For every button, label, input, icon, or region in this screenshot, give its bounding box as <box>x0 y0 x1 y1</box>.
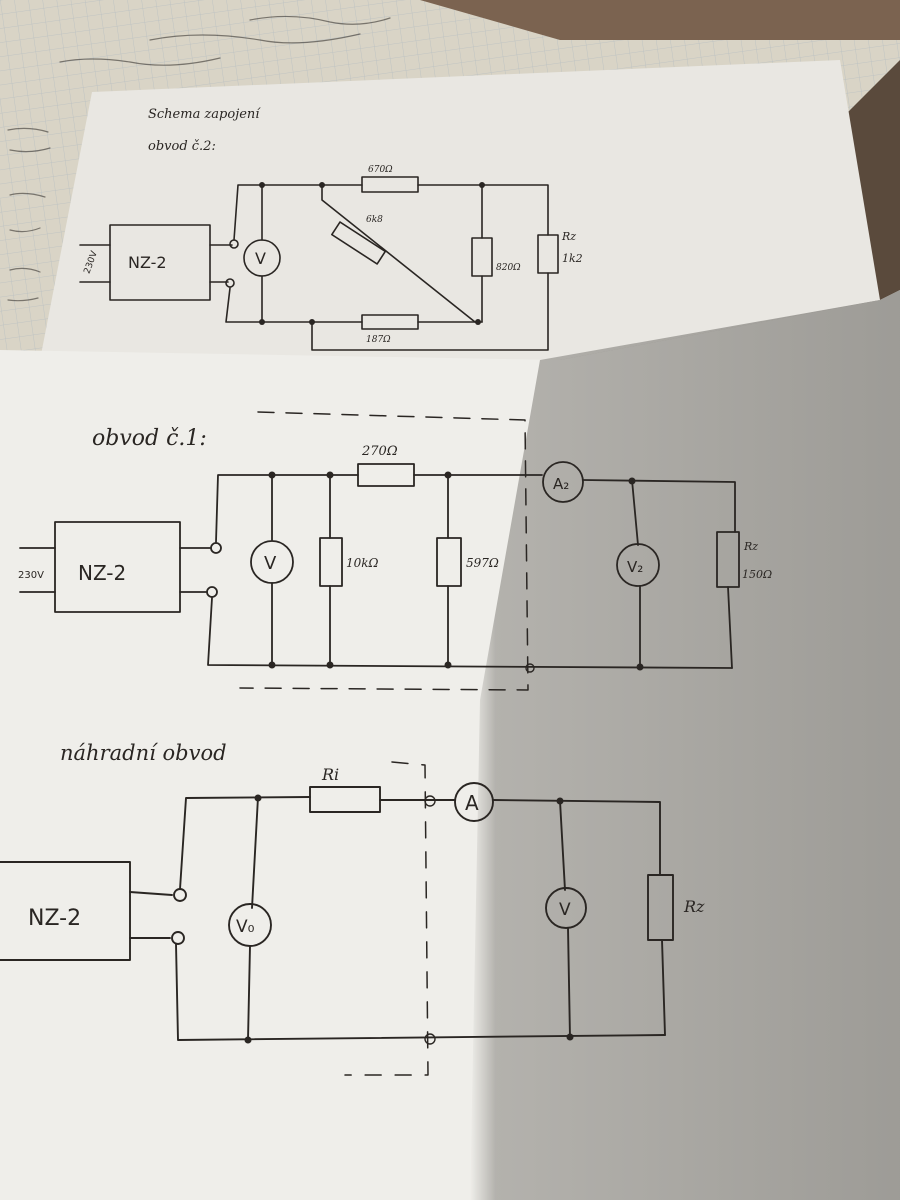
d2-resistor-10k <box>319 537 343 587</box>
d3-source-label: NZ-2 <box>28 906 81 931</box>
d2-input-label: 230V <box>18 570 44 581</box>
d3-title: náhradní obvod <box>60 741 227 765</box>
background-scribbles <box>7 15 391 302</box>
d1-r-diag-label: 6k8 <box>366 215 383 225</box>
d2-resistor-597 <box>436 537 462 587</box>
d1-rz-label-2: 1k2 <box>562 252 583 265</box>
d2-ammeter-label: A₂ <box>553 475 569 493</box>
d1-r-mid-label: 820Ω <box>496 263 521 273</box>
d1-resistor-diagonal <box>331 221 387 265</box>
d1-r-top-label: 670Ω <box>368 165 393 175</box>
d2-voltmeter-label: V <box>264 553 277 574</box>
d3-voltmeter-2 <box>545 887 587 929</box>
circuit-diagram-3: náhradní obvod <box>0 741 705 1076</box>
d2-voltmeter-2 <box>616 543 660 587</box>
d3-ammeter <box>454 782 494 822</box>
d1-title-line2: obvod č.2: <box>148 139 216 154</box>
d2-title: obvod č.1: <box>92 426 207 451</box>
d3-dashed-boundary <box>344 761 429 1076</box>
d3-voltmeter2-label: V <box>559 900 571 920</box>
top-paper-sheet <box>40 60 880 360</box>
d2-voltmeter2-label: V₂ <box>627 558 643 576</box>
d3-source-box <box>0 861 131 961</box>
d2-ammeter <box>542 461 584 503</box>
d2-rz-label-2: 150Ω <box>742 568 772 581</box>
d2-dashed-boundary <box>239 411 529 691</box>
d2-source-label: NZ-2 <box>78 561 126 585</box>
d2-r-par2-label: 597Ω <box>466 556 499 570</box>
d3-resistor-rz <box>647 874 674 941</box>
circuit-diagram-2: obvod č.1: <box>18 411 772 691</box>
d1-rz-label-1: Rz <box>561 230 576 243</box>
d1-r-bottom-label: 187Ω <box>366 335 391 345</box>
d2-r-par1-label: 10kΩ <box>346 556 379 570</box>
d1-source-box <box>109 224 211 301</box>
d2-source-box <box>54 521 181 613</box>
d3-voltmeter-label: V₀ <box>236 917 255 937</box>
d1-title-line1: Schema zapojení <box>148 107 261 122</box>
d2-r-series-label: 270Ω <box>361 444 398 459</box>
circuit-diagram-1: Schema zapojení obvod č.2: <box>79 107 583 351</box>
d2-rz-label-1: Rz <box>743 540 758 553</box>
d3-ammeter-label: A <box>465 791 479 815</box>
d3-rz-label: Rz <box>683 897 705 916</box>
d3-ri-label: Ri <box>321 765 339 784</box>
d1-voltmeter-label: V <box>255 249 266 268</box>
paper-shadow <box>470 290 900 1200</box>
d1-source-label: NZ-2 <box>128 253 167 272</box>
